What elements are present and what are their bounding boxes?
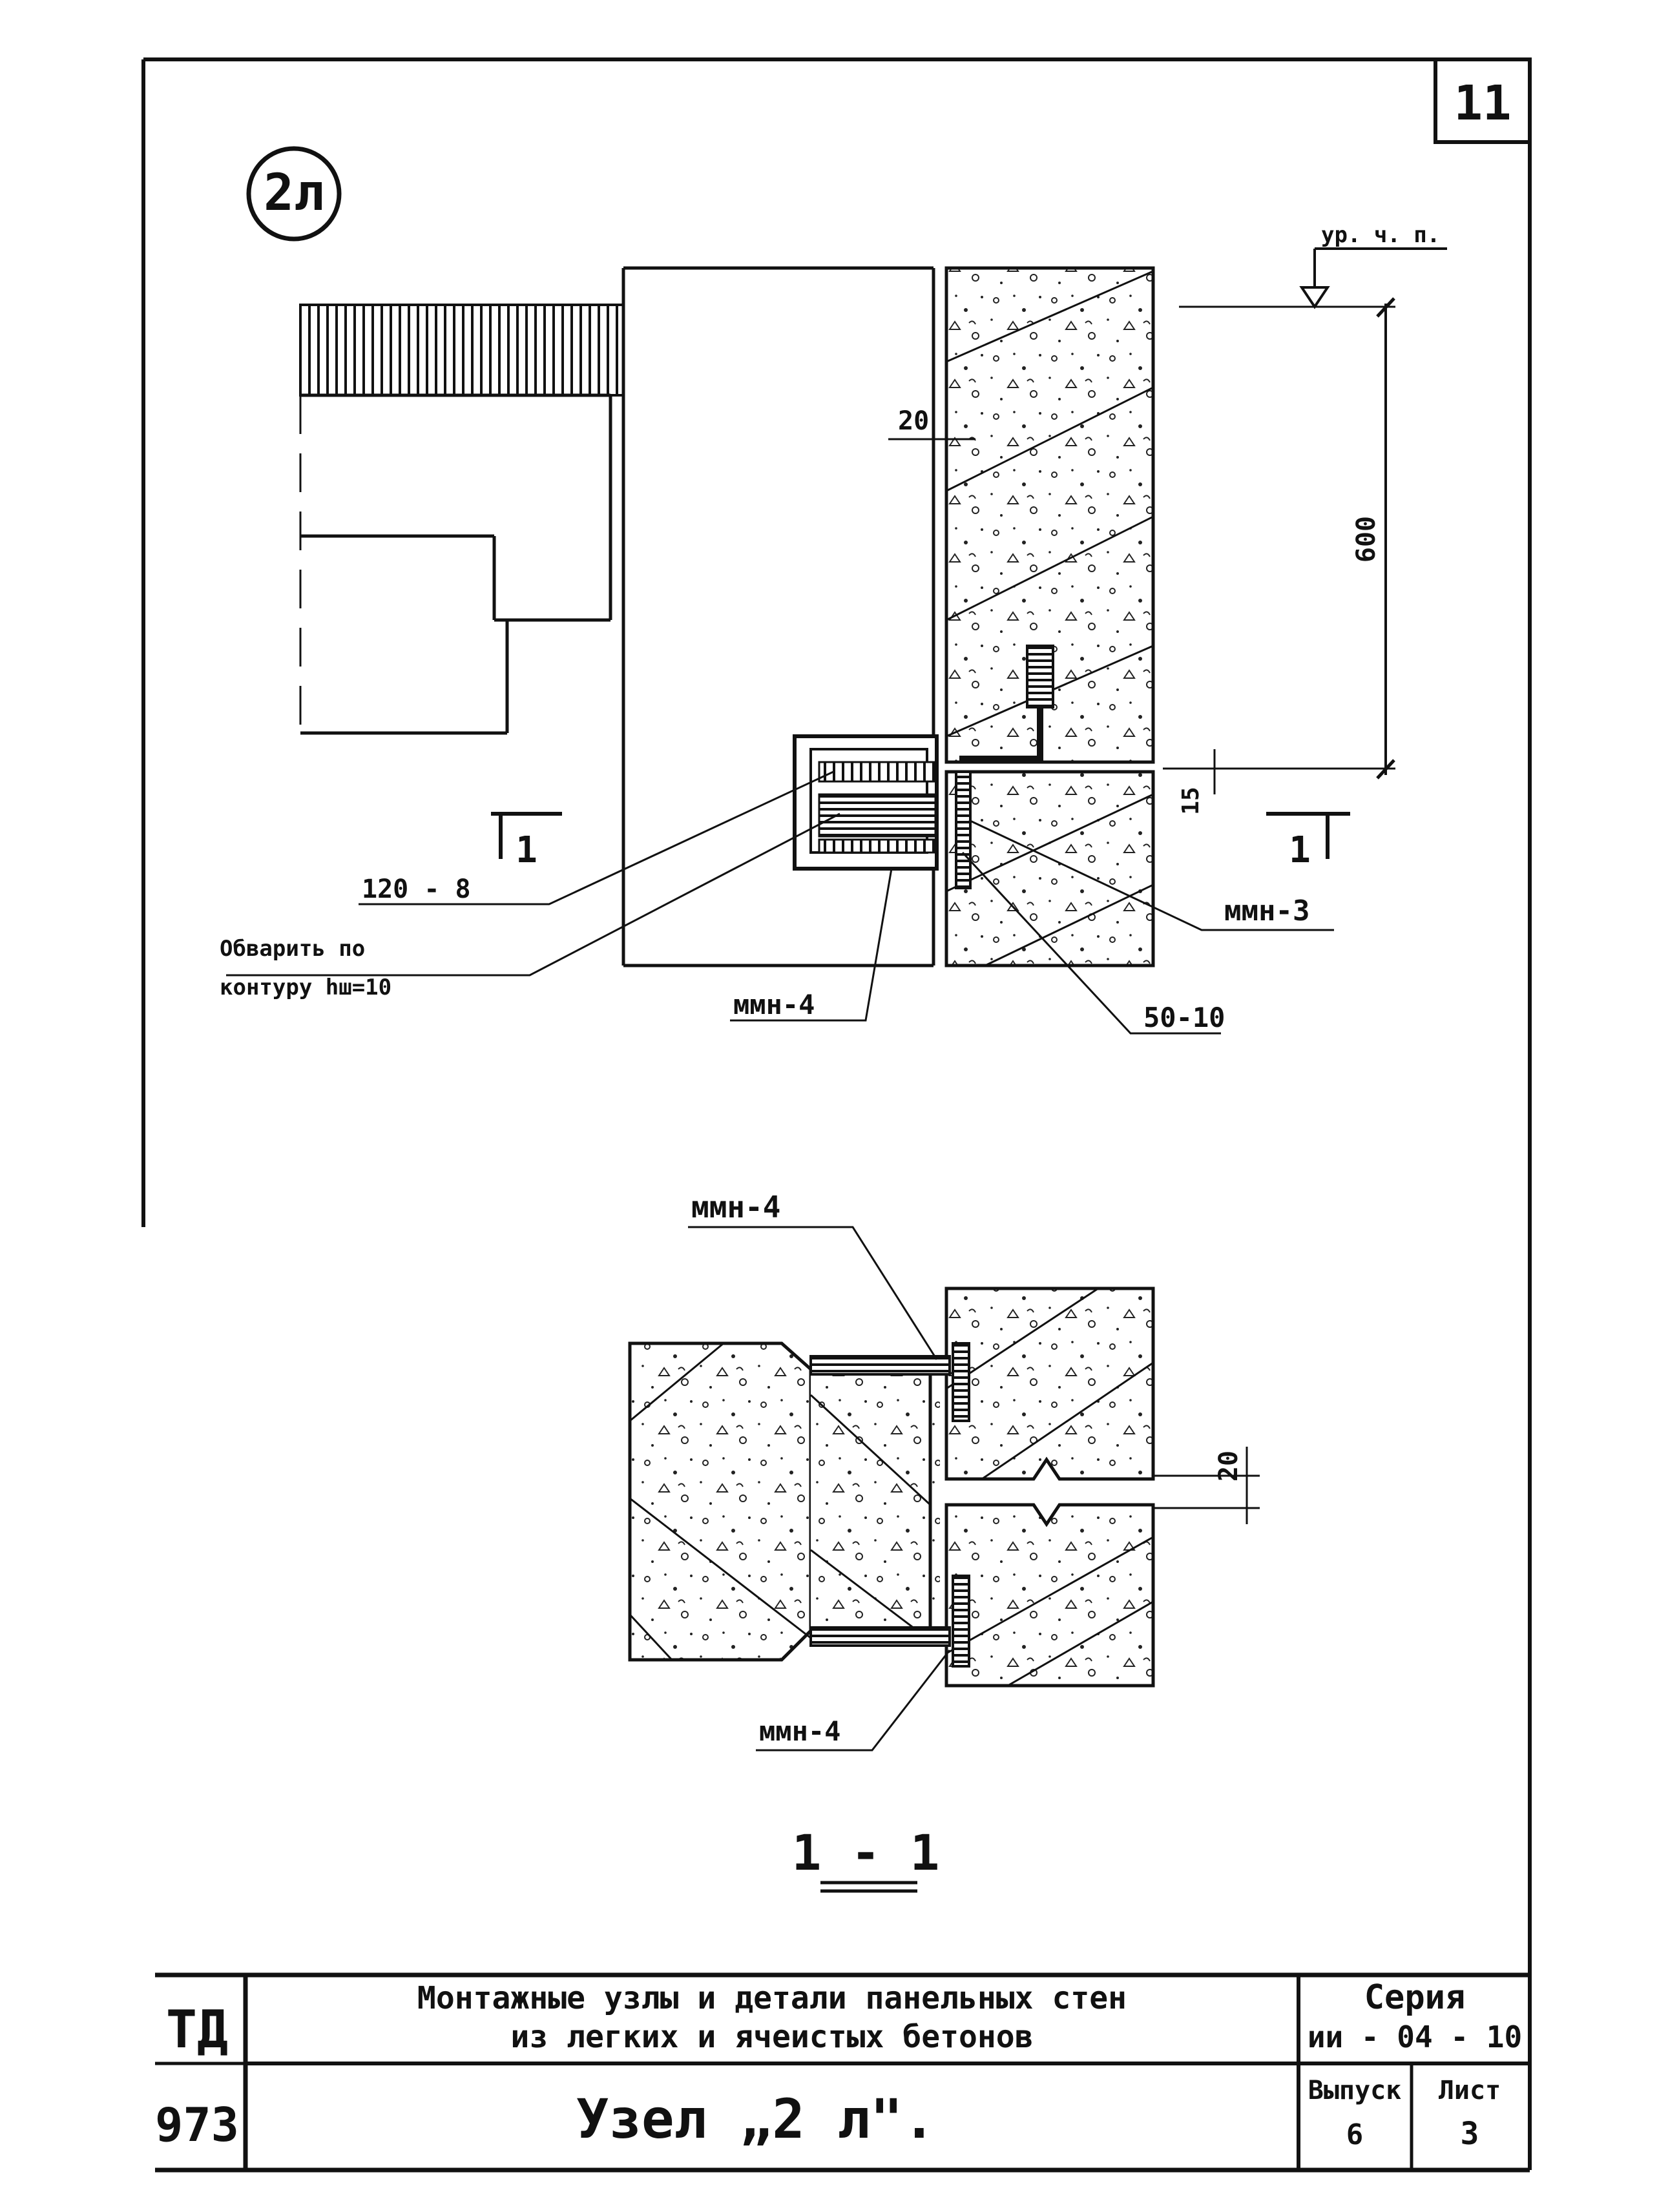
- stamp-issue-label: Выпуск: [1308, 2076, 1402, 2105]
- anchor-plate-upper: [1026, 645, 1054, 708]
- stamp-title-line2: из легких и ячеистых бетонов: [510, 2019, 1033, 2055]
- section-left-block: [628, 1341, 813, 1662]
- stamp-title-line1: Монтажные узлы и детали панельных стен: [417, 1980, 1127, 2016]
- stamp-year: 973: [155, 2098, 239, 2152]
- dimension-20-section: 20: [1153, 1447, 1260, 1524]
- dim-15-label: 15: [1178, 787, 1204, 814]
- section-connector-bottom: [809, 1626, 951, 1647]
- callout-120-8: 120 - 8: [362, 874, 471, 904]
- sheet-frame: [141, 57, 1532, 2173]
- title-block: ТД 973 Монтажные узлы и детали панельных…: [155, 1975, 1530, 2170]
- section-upper-right-block: [944, 1287, 1155, 1481]
- dimension-15: 15: [1178, 749, 1216, 815]
- section-view: 20 ммн-4 ммн-4 1 - 1: [628, 1190, 1260, 1893]
- dim-20-plan-label: 20: [898, 406, 929, 436]
- callout-mmn4-plan: ммн-4: [733, 989, 815, 1020]
- callout-weld-line2: контуру hш=10: [220, 975, 391, 1000]
- dim-20-section-label: 20: [1214, 1451, 1244, 1482]
- sheet-number: 11: [1454, 76, 1511, 131]
- callout-50-10: 50-10: [1143, 1002, 1225, 1033]
- stamp-td: ТД: [166, 2000, 228, 2060]
- stamp-sheet-value: 3: [1461, 2116, 1479, 2152]
- plan-view: ур. ч. п. 600 20 15 1: [220, 222, 1447, 1035]
- stamp-issue-value: 6: [1346, 2118, 1364, 2151]
- node-marker-label: 2л: [264, 164, 324, 222]
- section-mark-right: 1: [1266, 812, 1350, 871]
- leader-lines: [226, 770, 1334, 1035]
- dimension-20-plan: 20: [888, 406, 975, 440]
- level-mark-label: ур. ч. п.: [1321, 222, 1440, 248]
- sheet-number-box: 11: [1434, 57, 1532, 144]
- section-title: 1 - 1: [792, 1824, 940, 1881]
- section-callout-top: ммн-4: [691, 1190, 780, 1225]
- stamp-series-value: ии - 04 - 10: [1308, 2020, 1522, 2054]
- section-mark-left: 1: [491, 812, 562, 871]
- stamp-node-title: Узел „2 л".: [576, 2087, 935, 2151]
- section-connector-top: [809, 1355, 951, 1376]
- stamp-sheet-label: Лист: [1439, 2076, 1501, 2105]
- level-mark: ур. ч. п.: [1299, 222, 1447, 309]
- lower-wall-panel: [944, 770, 1155, 967]
- node-marker: 2л: [246, 146, 342, 242]
- dimension-600: 600: [1163, 297, 1395, 780]
- section-mark-left-label: 1: [516, 829, 537, 871]
- stamp-series-label: Серия: [1364, 1978, 1466, 2017]
- plate-50-10: [955, 770, 972, 889]
- section-callout-bottom: ммн-4: [759, 1715, 840, 1747]
- section-mark-right-label: 1: [1289, 829, 1311, 871]
- callout-weld-line1: Обварить по: [220, 936, 365, 962]
- dim-600-label: 600: [1351, 516, 1381, 563]
- callout-mmn3: ммн-3: [1224, 894, 1309, 927]
